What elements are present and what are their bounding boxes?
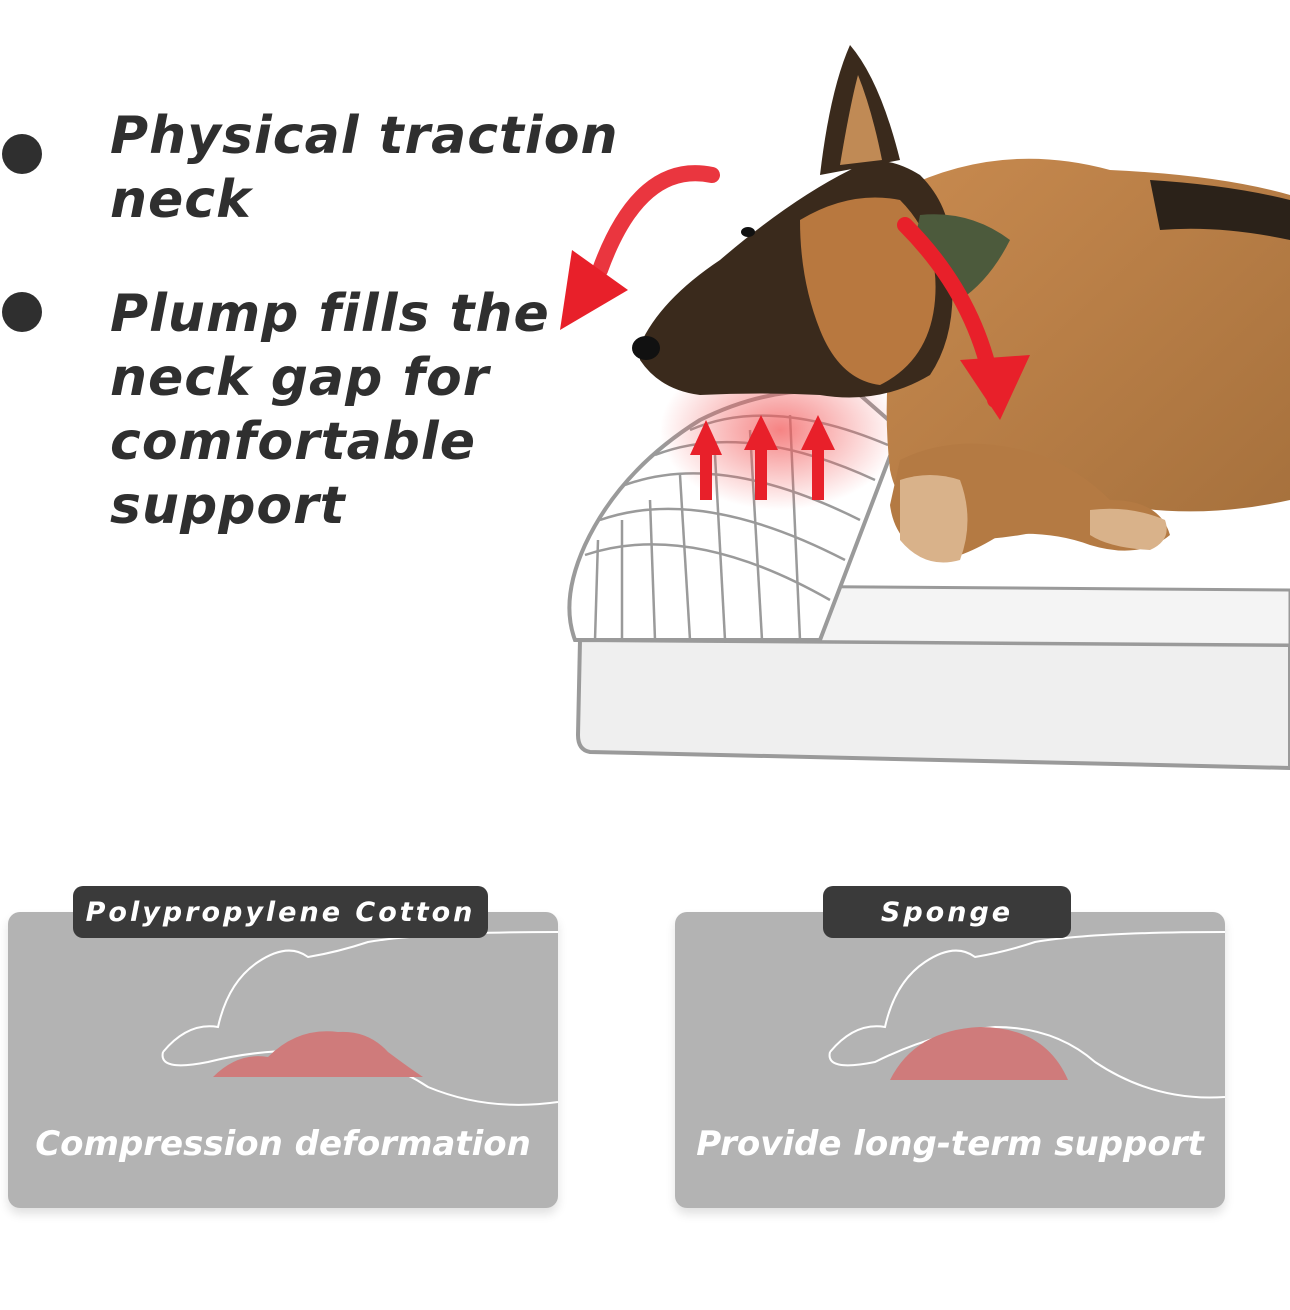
up-arrow-icon — [690, 415, 835, 500]
bullet-line: neck — [110, 170, 252, 230]
bullet-line: Physical traction — [110, 106, 619, 166]
support-illustration — [828, 931, 1225, 1099]
arrow-heads — [560, 250, 1030, 420]
bullet-line: support — [110, 476, 346, 536]
bullet-text: Plump fills the neck gap for comfortable… — [110, 282, 550, 538]
bullet-line: Plump fills the — [110, 284, 550, 344]
bullet-dot-icon — [2, 134, 42, 174]
bullet-line: comfortable — [110, 412, 476, 472]
card-caption: Provide long-term support — [696, 1124, 1204, 1164]
bullet-text: Physical traction neck — [110, 104, 619, 232]
dog — [632, 45, 1290, 563]
compression-illustration — [161, 931, 558, 1106]
bullet-dot-icon — [2, 292, 42, 332]
card-caption: Compression deformation — [35, 1124, 531, 1164]
dog-bed-illustration — [560, 45, 1290, 771]
material-tag-sponge: Sponge — [823, 886, 1071, 938]
comparison-card-sponge: Provide long-term support — [675, 912, 1225, 1208]
material-tag-polypropylene: Polypropylene Cotton — [73, 886, 488, 938]
comparison-card-polypropylene: Compression deformation — [8, 912, 558, 1208]
bullet-line: neck gap for — [110, 348, 490, 408]
